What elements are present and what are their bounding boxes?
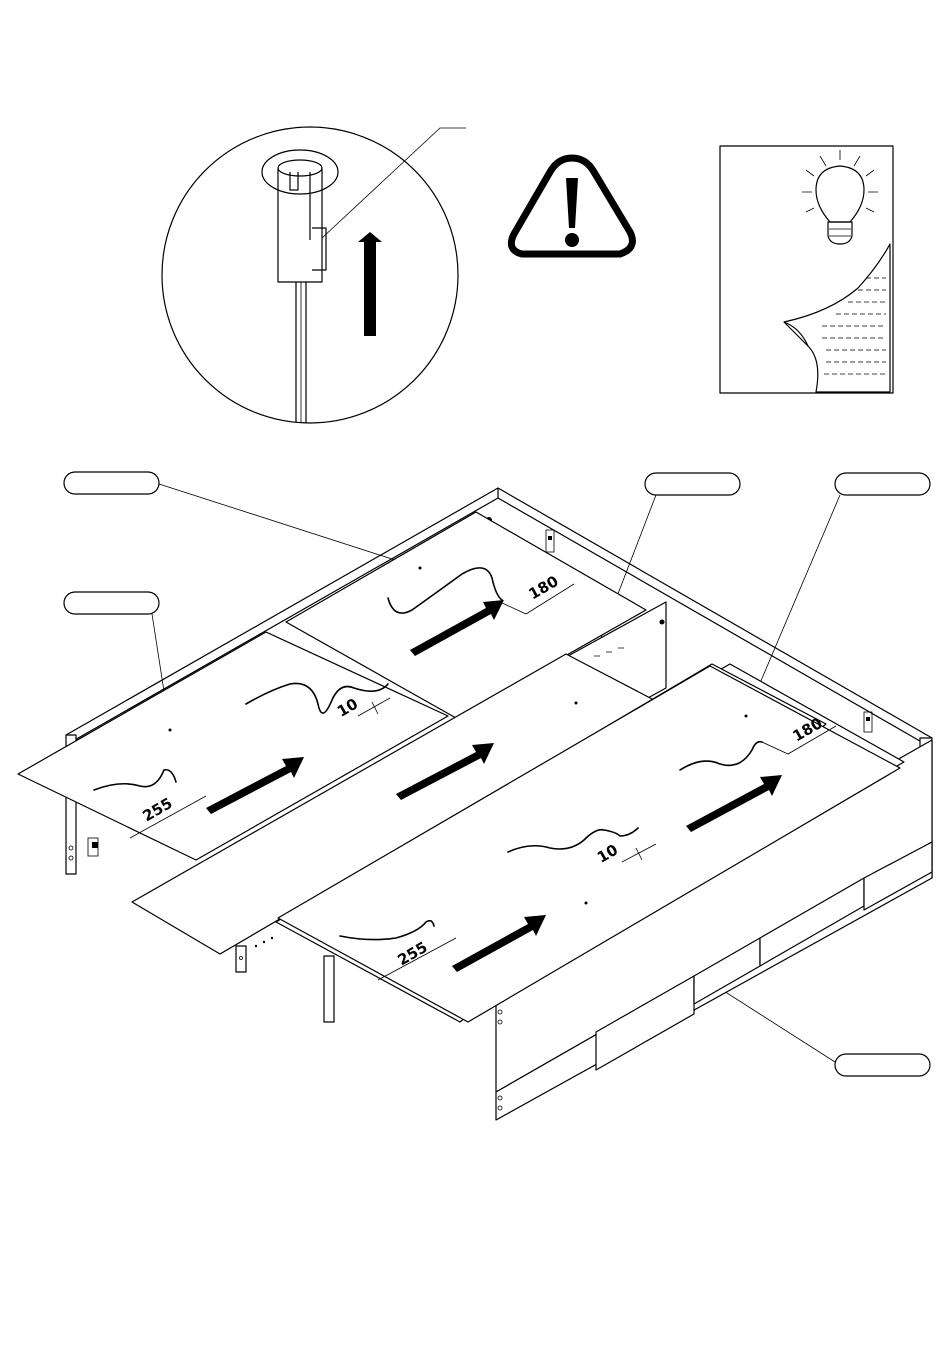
tip-lightbulb-icon (720, 146, 893, 393)
warning-icon (511, 158, 632, 254)
detail-circle-outline (162, 127, 458, 423)
callout-top-right (746, 473, 930, 716)
tip-note-lines (822, 278, 886, 374)
detail-fastener (262, 150, 338, 430)
callout-top-left (64, 472, 420, 568)
detail-leader-line (322, 128, 466, 238)
up-arrow-icon (358, 232, 382, 336)
detail-magnifier-circle (162, 127, 466, 430)
